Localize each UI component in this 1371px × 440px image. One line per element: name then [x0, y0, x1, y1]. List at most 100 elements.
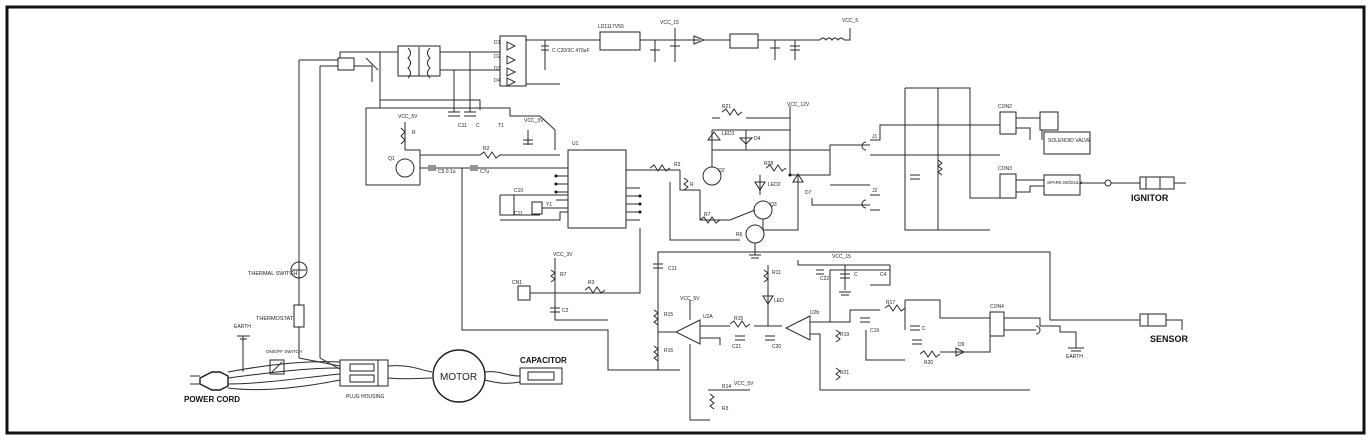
vcc-15-sensor-label: VCC_15 — [832, 254, 851, 260]
voltage-regulator — [599, 31, 641, 51]
connector-cn-valve — [999, 111, 1017, 135]
vcc-5v-label: VCC_5V — [398, 114, 418, 120]
opamp-1 — [674, 319, 701, 345]
motor-label: MOTOR — [440, 372, 477, 383]
svg-text:R: R — [690, 182, 694, 188]
svg-text:R15: R15 — [734, 316, 743, 322]
svg-text:R16: R16 — [664, 348, 673, 354]
svg-text:D4: D4 — [754, 136, 761, 142]
earth-left-label: EARTH — [234, 324, 251, 330]
earth-right-label: EARTH — [1066, 354, 1083, 360]
svg-text:U2A: U2A — [703, 314, 713, 320]
svg-text:R28: R28 — [764, 161, 773, 167]
svg-text:VCC_3V: VCC_3V — [553, 252, 573, 258]
vcc-5-label: VCC_5 — [842, 18, 858, 24]
svg-text:CON4: CON4 — [990, 304, 1004, 310]
svg-text:R7: R7 — [560, 272, 567, 278]
connector-cn1 — [517, 285, 531, 301]
svg-text:C7u: C7u — [480, 169, 489, 175]
svg-text:T1: T1 — [498, 123, 504, 129]
svg-text:D4: D4 — [494, 78, 501, 84]
sensor-label: SENSOR — [1150, 334, 1189, 344]
svg-text:CON3: CON3 — [998, 166, 1012, 172]
driver-section: R3 R Q2 VCC_12V R21 LED1 D4 R28 LED2 D7 … — [626, 88, 906, 259]
plug-housing-label: PLUG HOUSING — [346, 394, 384, 400]
svg-text:C19: C19 — [870, 328, 879, 334]
svg-text:R3: R3 — [722, 406, 729, 412]
svg-text:C C20/3C 470uF: C C20/3C 470uF — [552, 48, 590, 54]
transistor-q4 — [745, 224, 765, 244]
svg-text:R3: R3 — [588, 280, 595, 286]
transformer — [397, 45, 441, 79]
valve-coil — [1039, 111, 1059, 131]
on-off-switch-label: ON/OFF SWITCH — [266, 349, 302, 354]
regulator-2 — [729, 33, 759, 49]
connector-cn-spark — [999, 173, 1017, 199]
vcc-15-label: VCC_15 — [660, 20, 679, 26]
fuse — [337, 57, 355, 71]
varistor — [365, 57, 379, 71]
vcc-12v-label: VCC_12V — [787, 102, 810, 108]
ignitor-label: IGNITOR — [1131, 193, 1169, 203]
sensor-section: C11 R15 R16 VCC_5V U2A R15 C21 C20 R11 L… — [653, 251, 1189, 421]
control-section: VCC_5V VCC_3V R Q1 C5 0.1u C7u R2 U1 — [365, 100, 680, 371]
svg-text:J1: J1 — [872, 134, 878, 140]
svg-text:VCC_5V: VCC_5V — [734, 381, 754, 387]
svg-text:R15: R15 — [664, 312, 673, 318]
svg-text:R20: R20 — [924, 360, 933, 366]
svg-text:LED1: LED1 — [722, 131, 735, 137]
svg-text:C2: C2 — [562, 308, 569, 314]
svg-text:D7: D7 — [805, 190, 812, 196]
connector-cn-sensor — [989, 311, 1005, 337]
motor — [432, 349, 486, 403]
svg-text:C: C — [922, 326, 926, 332]
regulator-label: LD1117V50 — [598, 24, 624, 30]
svg-text:C5 0.1u: C5 0.1u — [438, 169, 456, 175]
svg-text:D1: D1 — [494, 40, 501, 46]
crystal — [531, 201, 543, 215]
capacitor-label: CAPACITOR — [520, 356, 567, 365]
thermal-switch-label: THERMAL SWITCH — [248, 271, 297, 277]
svg-text:Y1: Y1 — [546, 202, 552, 208]
solenoid-valve-label: SOLENOID VALVE — [1048, 138, 1091, 144]
svg-text:C22: C22 — [820, 276, 829, 282]
svg-text:LED: LED — [774, 298, 784, 304]
power-cord-plug — [190, 371, 229, 391]
svg-text:J2: J2 — [872, 188, 878, 194]
svg-text:U2b: U2b — [810, 310, 819, 316]
bridge-rectifier: D1 D2 D3 D4 — [494, 35, 527, 87]
opamp-vcc-label: VCC_5V — [680, 296, 700, 302]
transistor-q1 — [395, 158, 415, 178]
svg-text:LED2: LED2 — [768, 182, 781, 188]
svg-text:C21: C21 — [732, 344, 741, 350]
plug-housing — [339, 359, 389, 387]
power-cord-label: POWER CORD — [184, 395, 240, 404]
svg-text:C4: C4 — [880, 272, 887, 278]
svg-text:Q2: Q2 — [718, 168, 725, 174]
ignitor-connector — [1139, 176, 1186, 190]
spark-module-label: SPARK MODULE — [1047, 180, 1082, 185]
svg-text:R6: R6 — [736, 232, 743, 238]
frame-border — [5, 5, 1366, 435]
chip-label: U1 — [572, 141, 579, 147]
svg-text:Q1: Q1 — [388, 156, 395, 162]
svg-text:C11: C11 — [458, 123, 467, 129]
svg-text:D9: D9 — [958, 342, 965, 348]
svg-text:Q3: Q3 — [770, 202, 777, 208]
svg-text:R2: R2 — [483, 146, 490, 152]
vcc-3v-label: VCC_3V — [524, 118, 544, 124]
svg-text:R21: R21 — [840, 370, 849, 376]
spark-module — [1043, 174, 1081, 196]
svg-text:CON2: CON2 — [998, 104, 1012, 110]
svg-text:C20: C20 — [772, 344, 781, 350]
thermostat-label: THERMOSTAT — [256, 316, 294, 322]
svg-text:D3: D3 — [494, 66, 501, 72]
opamp-2 — [784, 315, 811, 341]
thermostat — [293, 304, 305, 328]
thermal-switch — [290, 261, 308, 279]
svg-text:C11: C11 — [514, 211, 523, 217]
svg-text:R14: R14 — [722, 384, 731, 390]
svg-text:D2: D2 — [494, 54, 501, 60]
